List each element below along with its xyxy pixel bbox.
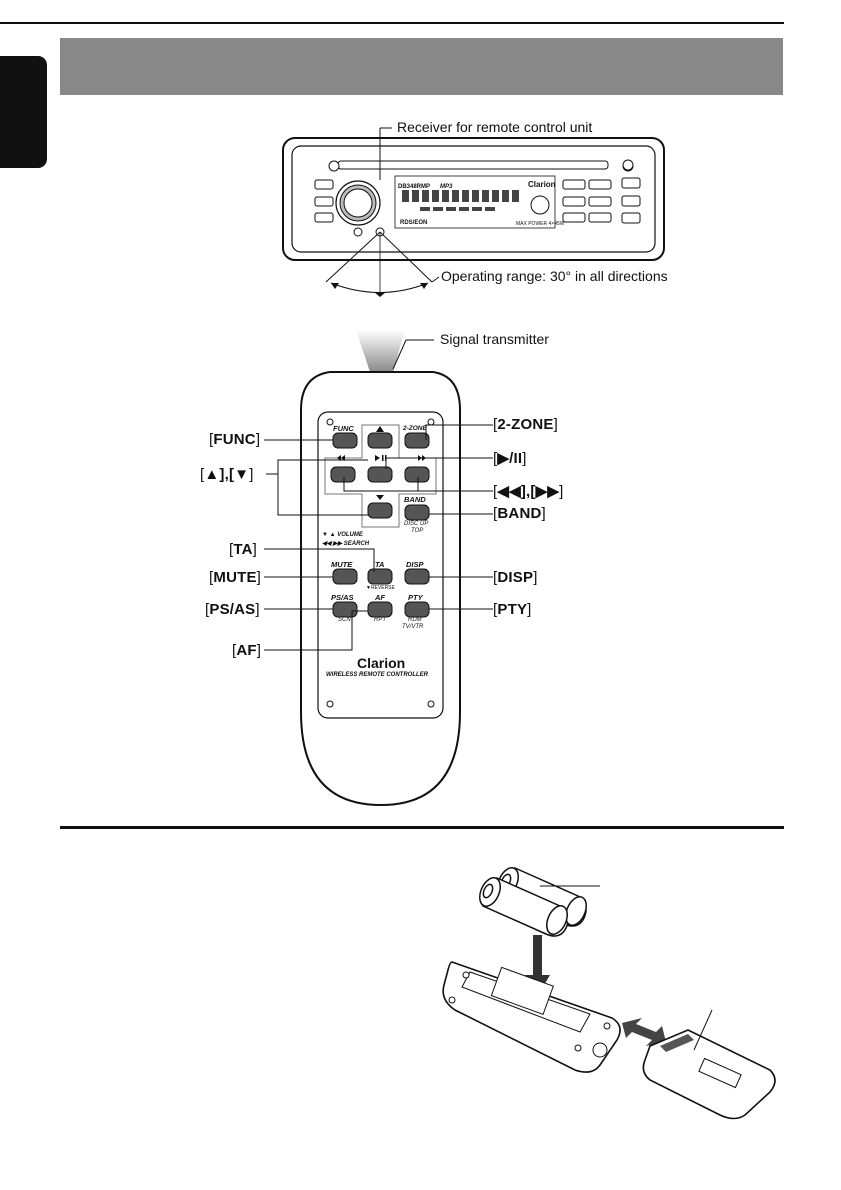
remote-reverse-text: ▼REVERSE (366, 585, 395, 591)
unit-brand-text: Clarion (528, 180, 556, 189)
band-callout: [BAND] (493, 505, 546, 522)
af-callout: [AF] (232, 642, 262, 659)
signal-transmitter-label: Signal transmitter (440, 331, 549, 347)
remote-func-text: FUNC (333, 424, 354, 433)
remote-top-text: TOP (411, 528, 424, 534)
remote-discup-text: DISC UP (404, 521, 429, 527)
remote-search-text: ◀◀ ▶▶ SEARCH (322, 541, 370, 547)
disp-callout: [DISP] (493, 569, 538, 586)
remote-2zone-text: 2-ZONE (403, 425, 427, 432)
language-edge-tab (0, 56, 47, 168)
section-divider (60, 826, 784, 829)
unit-format-text: MP3 (440, 184, 453, 190)
func-callout: [FUNC] (209, 431, 261, 448)
pty-callout: [PTY] (493, 601, 532, 618)
operating-range-label: Operating range: 30° in all directions (441, 268, 668, 284)
psas-callout: [PS/AS] (205, 601, 260, 618)
ta-callout: [TA] (229, 541, 258, 558)
remote-model-text: WIRELESS REMOTE CONTROLLER (326, 672, 428, 678)
receiver-label: Receiver for remote control unit (397, 119, 593, 135)
play-pause-callout: [▶/II] (493, 450, 527, 467)
remote-disp-text: DISP (406, 560, 424, 569)
2zone-callout: [2-ZONE] (493, 416, 558, 433)
remote-psas-text: PS/AS (331, 593, 354, 602)
remote-tvvtr-text: TV/VTR (402, 624, 424, 630)
remote-brand-logo: Clarion (357, 655, 406, 671)
remote-band-text: BAND (404, 495, 426, 504)
remote-mute-text: MUTE (331, 560, 353, 569)
remote-af-text: AF (375, 593, 385, 602)
remote-rpt-text: RPT (374, 617, 386, 623)
mute-callout: [MUTE] (209, 569, 262, 586)
remote-volume-text: ▼ ▲ VOLUME (322, 532, 363, 538)
rew-ff-callout: [◀◀],[▶▶] (493, 483, 564, 500)
up-down-callout: [▲],[▼] (200, 466, 254, 483)
remote-ta-text: TA (375, 560, 385, 569)
section-header-bar (60, 38, 783, 95)
top-rule (0, 22, 784, 24)
unit-power-text: MAX POWER 4×45W (516, 221, 565, 227)
remote-pty-text: PTY (408, 593, 423, 602)
remote-scn-text: SCN (338, 617, 351, 623)
unit-rds-text: RDS/EON (400, 220, 428, 226)
remote-rdm-text: RDM (408, 617, 422, 623)
unit-model-text: DB348RMP (398, 184, 431, 190)
